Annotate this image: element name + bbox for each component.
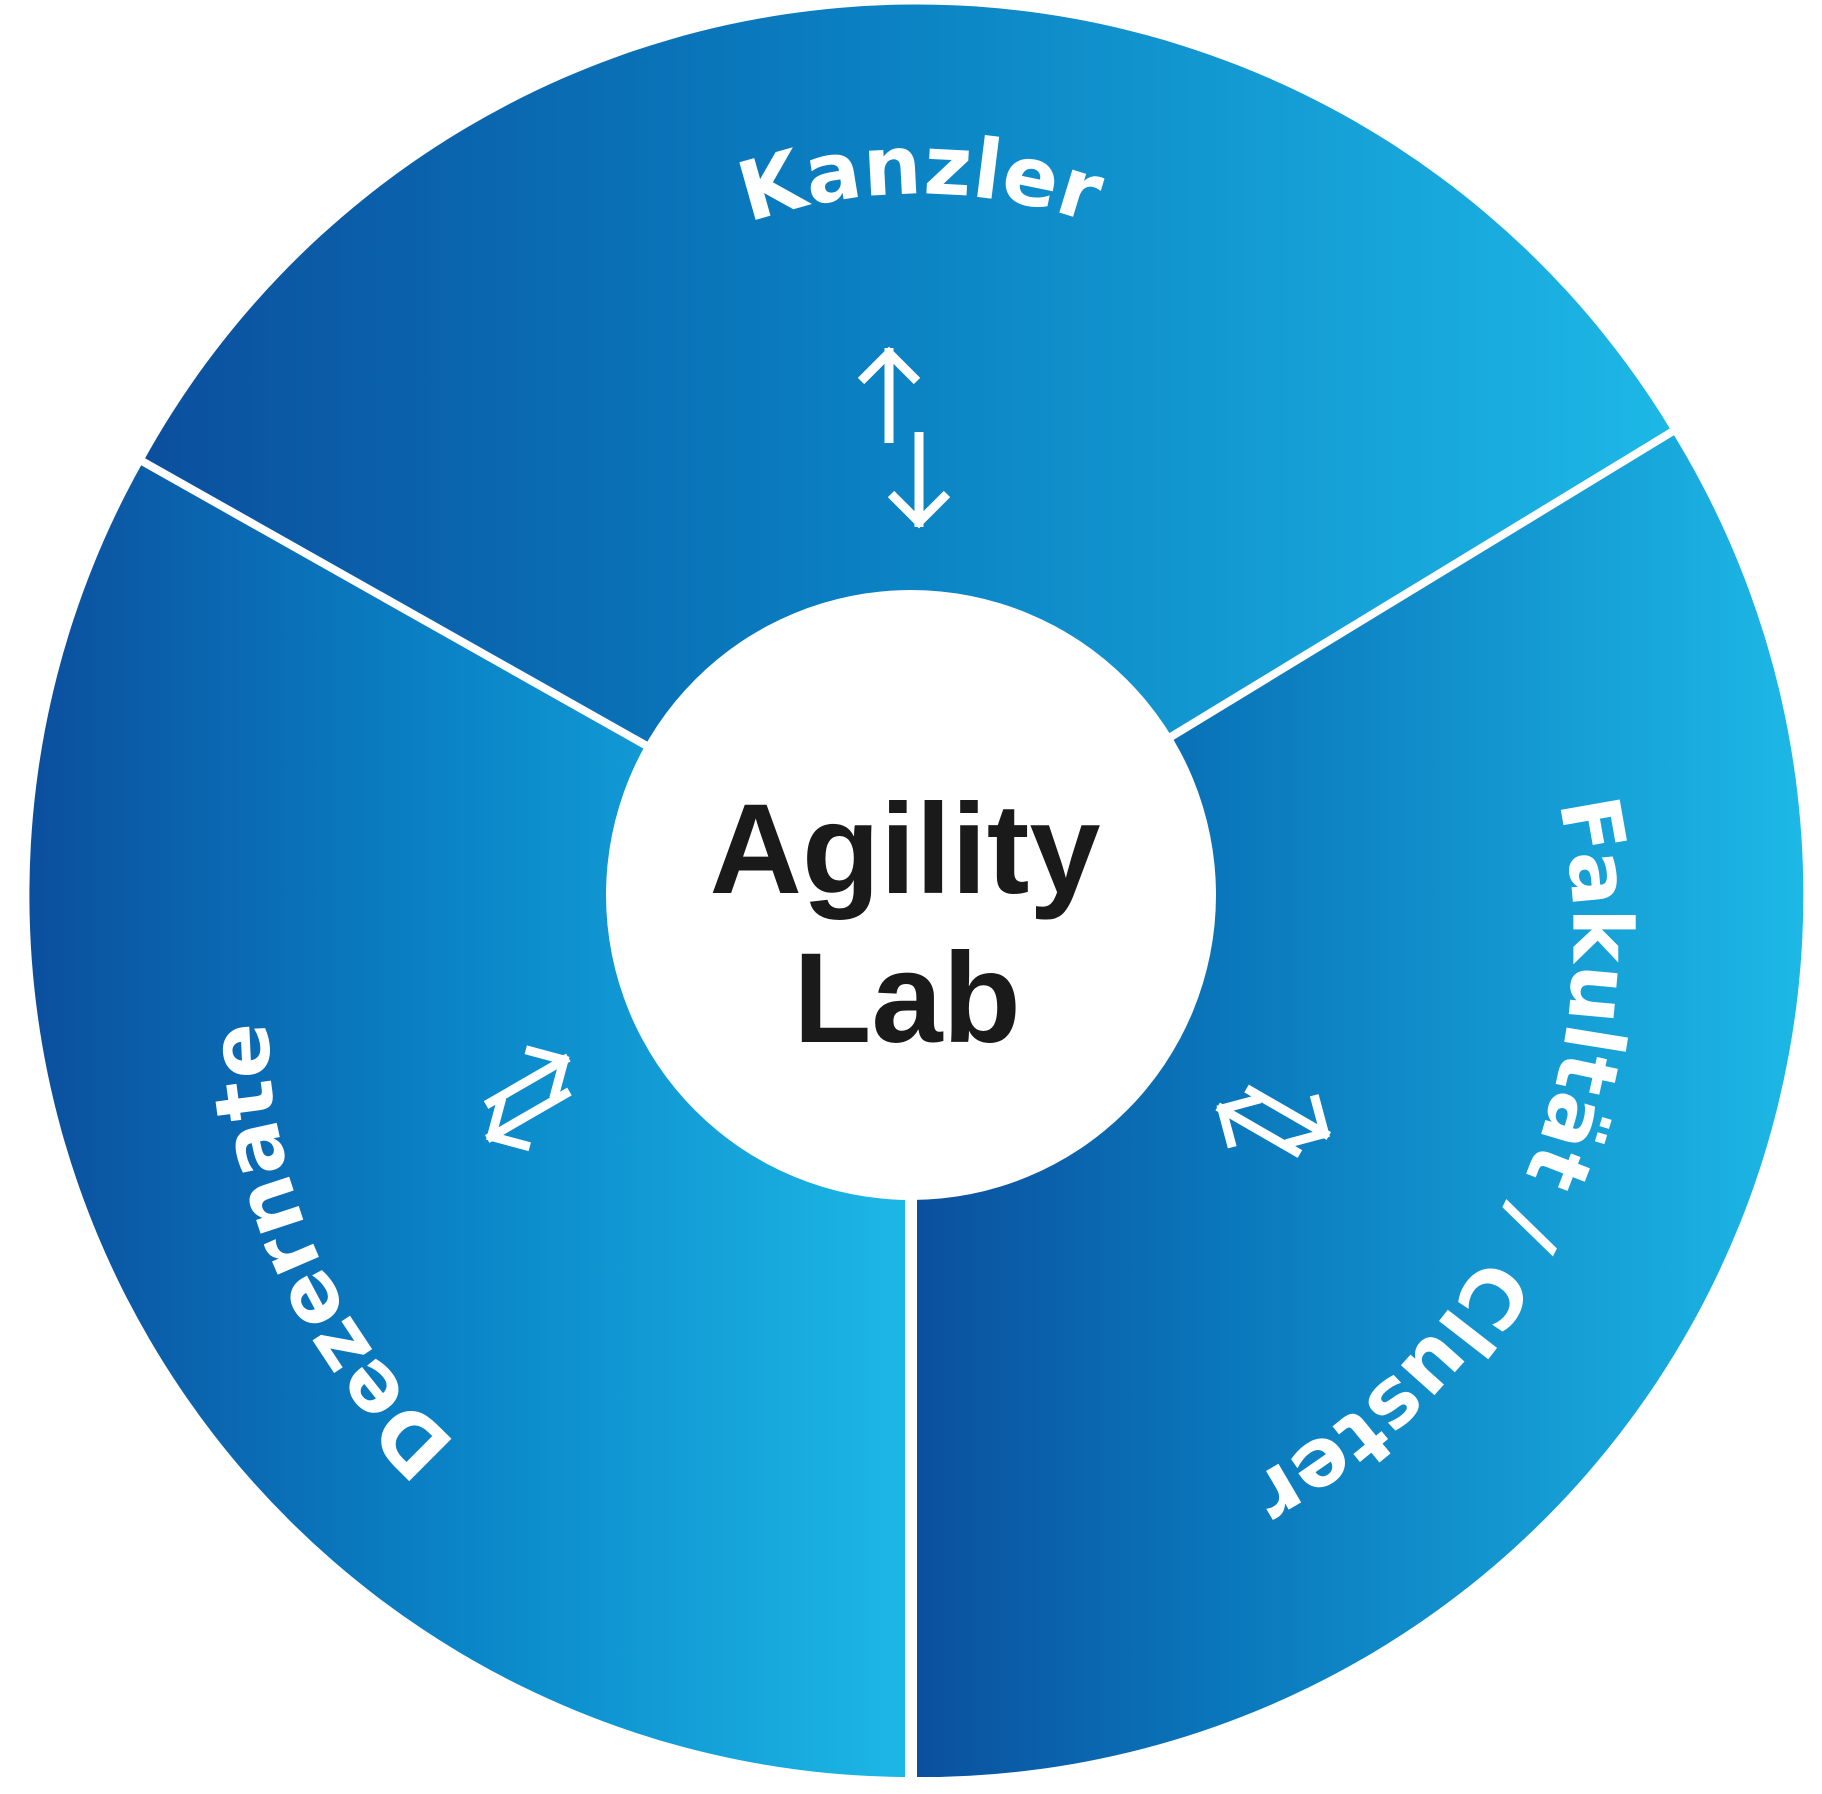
center-title-line2: Lab — [793, 927, 1021, 1070]
segment-kanzler — [143, 4, 1672, 896]
center-circle — [606, 590, 1216, 1200]
double-arrow-left-icon — [483, 1045, 572, 1152]
center-title-line1: Agility — [709, 778, 1100, 921]
double-arrow-right-icon — [1215, 1084, 1332, 1158]
double-arrow-top-icon — [857, 346, 951, 529]
